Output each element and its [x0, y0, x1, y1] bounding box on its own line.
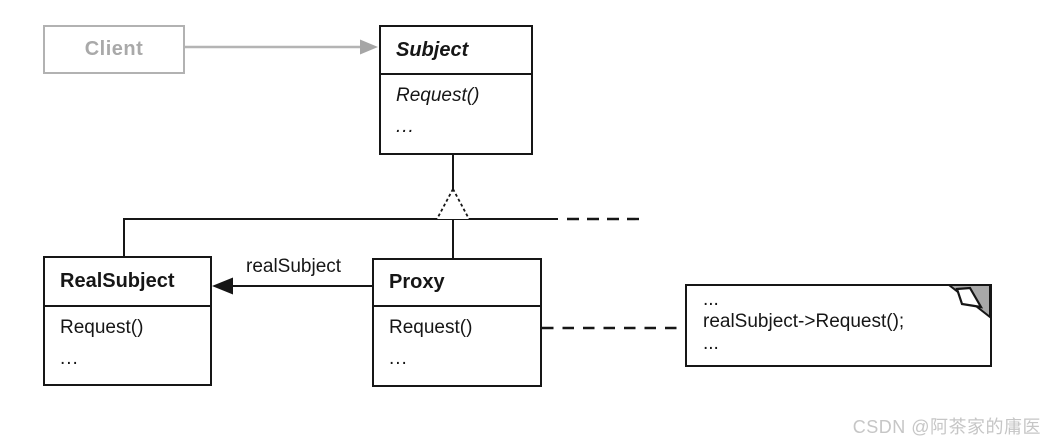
- association-label-realsubject: realSubject: [246, 256, 342, 277]
- client-subject-arrowhead-icon: [360, 39, 378, 55]
- note-line-code: realSubject->Request();: [703, 311, 905, 332]
- proxy-realsubject-arrowhead-icon: [212, 277, 233, 295]
- realsubject-class-box: RealSubject Request() ...: [43, 256, 212, 386]
- inheritance-triangle-icon: [437, 189, 469, 219]
- proxy-class-name: Proxy: [374, 260, 540, 307]
- note-line-ellipsis-top: ...: [703, 289, 719, 310]
- subject-class-box: Subject Request() ...: [379, 25, 533, 155]
- realsubject-method-request: Request(): [60, 317, 144, 338]
- subject-method-request: Request(): [396, 85, 480, 106]
- client-class-box: Client: [43, 25, 185, 74]
- proxy-method-ellipsis: ...: [389, 348, 408, 369]
- note-fold-icon: [948, 284, 991, 319]
- note-box: ... realSubject->Request(); ...: [685, 284, 992, 367]
- realsubject-class-name: RealSubject: [45, 258, 210, 307]
- subject-class-name: Subject: [381, 27, 531, 75]
- client-class-name: Client: [84, 38, 144, 60]
- watermark-text: CSDN @阿茶家的庸医: [852, 417, 1041, 437]
- proxy-method-request: Request(): [389, 317, 473, 338]
- inheritance-triangle-left-edge: [436, 188, 454, 220]
- subject-method-ellipsis: ...: [396, 116, 415, 137]
- proxy-class-box: Proxy Request() ...: [372, 258, 542, 387]
- realsubject-method-ellipsis: ...: [60, 348, 79, 369]
- note-line-ellipsis-bottom: ...: [703, 333, 719, 354]
- inheritance-triangle-right-edge: [452, 188, 470, 220]
